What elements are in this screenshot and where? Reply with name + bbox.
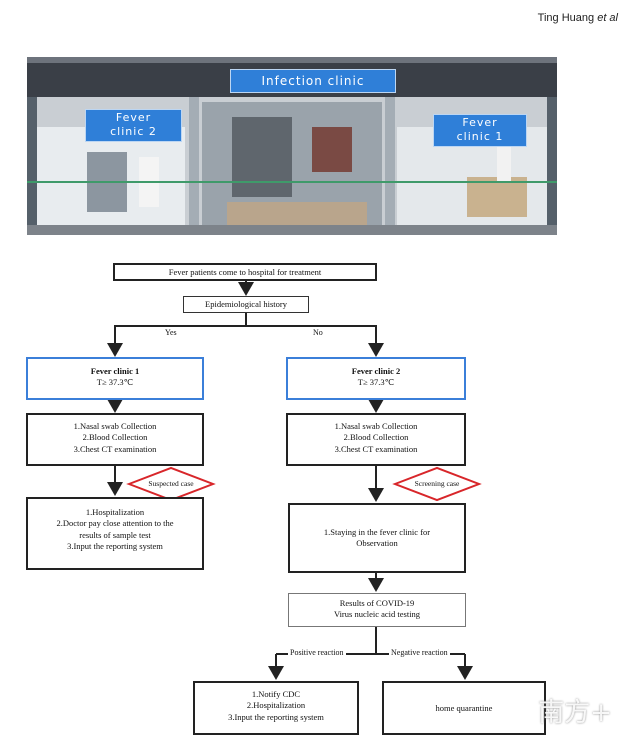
- clinic-photo: Infection clinic Fever clinic 2 Fever cl…: [27, 57, 557, 235]
- list-item: 3.Chest CT examination: [73, 443, 157, 454]
- list-item: 1.Hospitalization: [85, 507, 145, 517]
- fever-clinic-2-temp: T≥ 37.3℃: [357, 377, 395, 388]
- list-item: 2.Doctor pay close attention to the: [56, 518, 174, 529]
- list-item: 3.Input the reporting system: [228, 711, 324, 722]
- list-item: 3.Chest CT examination: [334, 443, 418, 454]
- positive-reaction-label: Positive reaction: [288, 648, 346, 657]
- no-label: No: [313, 328, 323, 337]
- list-item: Results of COVID-19: [339, 598, 415, 608]
- list-item: 2.Blood Collection: [343, 432, 409, 443]
- negative-outcome-box: home quarantine: [382, 681, 546, 735]
- positive-outcome-box: 1.Notify CDC 2.Hospitalization 3.Input t…: [193, 681, 359, 735]
- screening-case-label: Screening case: [414, 479, 460, 488]
- list-item: 2.Hospitalization: [246, 700, 306, 711]
- sign-infection-clinic: Infection clinic: [230, 69, 396, 93]
- fever-clinic-1-temp: T≥ 37.3℃: [96, 377, 134, 388]
- fever-clinic-1-box: Fever clinic 1 T≥ 37.3℃: [26, 357, 204, 400]
- observation-box: 1.Staying in the fever clinic for Observ…: [288, 503, 466, 573]
- watermark-logo: 南方+: [538, 698, 612, 728]
- list-item: Observation: [356, 538, 398, 549]
- negative-reaction-label: Negative reaction: [389, 648, 450, 657]
- list-item: 1.Staying in the fever clinic for: [323, 527, 431, 537]
- author-name: Ting Huang: [537, 12, 595, 24]
- author-credit: Ting Huang et al: [538, 12, 618, 24]
- list-item: 3.Input the reporting system: [67, 541, 163, 552]
- fever-clinic-2-title: Fever clinic 2: [351, 366, 401, 376]
- fever-clinic-2-box: Fever clinic 2 T≥ 37.3℃: [286, 357, 466, 400]
- list-item: 1.Notify CDC: [251, 689, 301, 699]
- fever-clinic-1-title: Fever clinic 1: [90, 366, 140, 376]
- list-item: 1.Nasal swab Collection: [73, 421, 157, 431]
- results-box: Results of COVID-19 Virus nucleic acid t…: [288, 593, 466, 627]
- yes-label: Yes: [165, 328, 177, 337]
- list-item: 1.Nasal swab Collection: [334, 421, 418, 431]
- sign-fever-clinic-1: Fever clinic 1: [433, 114, 527, 147]
- start-box: Fever patients come to hospital for trea…: [113, 263, 377, 281]
- right-steps-box: 1.Nasal swab Collection 2.Blood Collecti…: [286, 413, 466, 466]
- author-suffix: et al: [597, 12, 618, 24]
- left-steps-box: 1.Nasal swab Collection 2.Blood Collecti…: [26, 413, 204, 466]
- suspected-case-label: Suspected case: [148, 479, 194, 488]
- history-box: Epidemiological history: [183, 296, 309, 313]
- list-item: results of sample test: [79, 529, 151, 540]
- sign-fever-clinic-2: Fever clinic 2: [85, 109, 182, 142]
- screening-case-diamond: [392, 466, 482, 502]
- suspected-case-diamond: [126, 466, 216, 502]
- list-item: Virus nucleic acid testing: [333, 609, 421, 620]
- list-item: 2.Blood Collection: [82, 432, 148, 443]
- left-outcome-box: 1.Hospitalization 2.Doctor pay close att…: [26, 497, 204, 570]
